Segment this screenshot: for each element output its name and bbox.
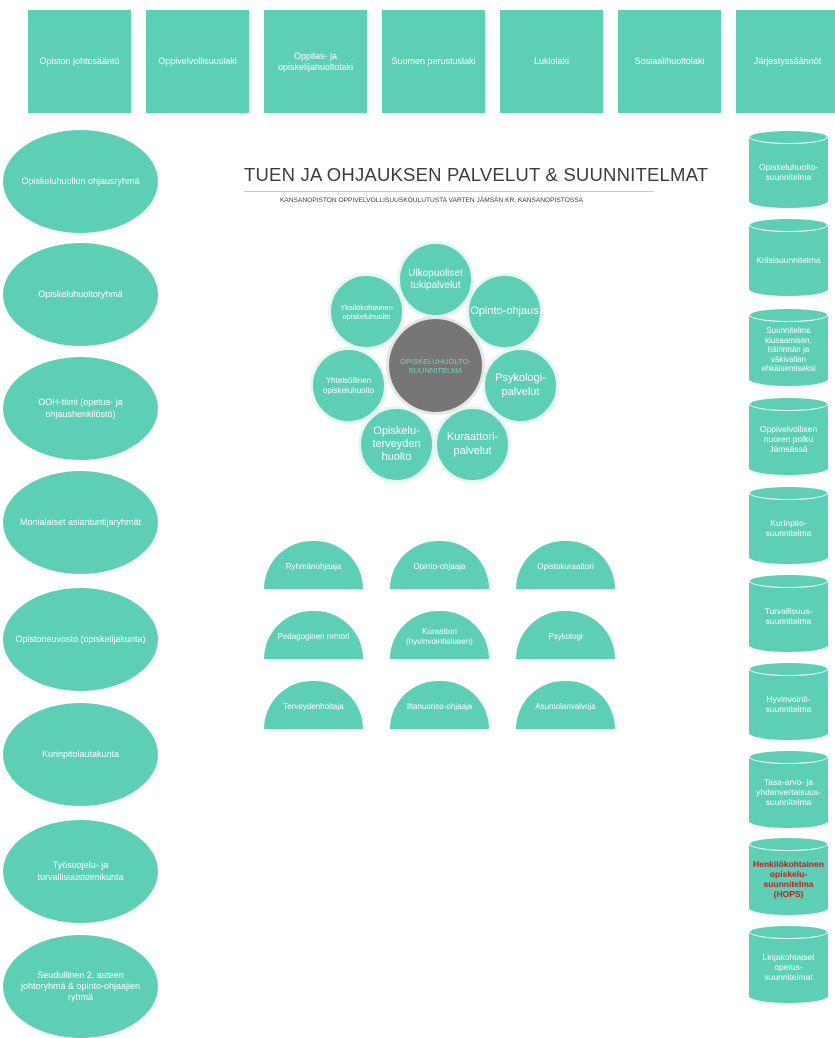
petal-label: Psykologi-palvelut [495,372,546,398]
plan-label: Turvallisuus-suunnitelma [764,605,813,626]
group-oval: Opiskeluhuoltoryhmä [3,243,158,346]
title-divider [244,191,654,192]
petal-label: Opinto-ohjaus [470,304,539,317]
role-dome: Opistokuraattori [516,541,615,589]
group-oval: Kurinpitolautakunta [3,703,158,806]
plan-cylinder: Suunnitelma kiusaamisen, häirinnän ja vä… [749,308,828,386]
role-label: Pedagoginen rehtori [277,632,350,642]
role-label: Asuntolanvalvoja [535,702,596,712]
role-label: Terveydenhoitaja [283,702,344,712]
service-petal: Opinto-ohjaus [466,273,543,350]
plan-cylinder: Turvallisuus-suunnitelma [749,574,828,652]
plan-cylinder: Kurinpito-suunnitelma [749,486,828,564]
group-oval: Monialaiset asiantuntijaryhmät [3,471,158,574]
law-label: Sosiaalihuoltolaki [634,56,705,67]
plan-label: Opiskeluhuolto-suunnitelma [758,161,819,182]
plan-label: Kurinpito-suunnitelma [765,517,812,538]
group-label: Työsuojelu- ja turvallisuustoimikunta [37,860,124,882]
role-label: Iltanuoriso-ohjaaja [406,702,473,712]
group-oval: Seudullinen 2. asteen johtoryhmä & opint… [3,935,158,1038]
plan-label: Suunnitelma kiusaamisen, häirinnän ja vä… [761,326,816,374]
law-label: Järjestyssäännöt [753,56,822,67]
service-petal: Yksilökohtainen opiskeluhuolto [328,273,405,350]
role-dome: Psykologi [516,611,615,659]
role-dome: Opinto-ohjaaja [390,541,489,589]
law-tile: Opiston johtosääntö [28,10,131,113]
service-petal: Yhteisöllinen opiskeluhuolto [310,347,387,424]
plan-cylinder: Oppivelvollisen nuoren polku Jämsässä [749,397,828,475]
petal-label: Ulkopuoliset tukipalvelut [408,267,463,291]
law-tile: Lukiolaki [500,10,603,113]
petal-label: Yhteisöllinen opiskeluhuolto [322,375,375,395]
law-tile: Oppilas- ja opiskelijahuoltolaki [264,10,367,113]
group-oval: Työsuojelu- ja turvallisuustoimikunta [3,820,158,923]
law-label: Opiston johtosääntö [39,56,120,67]
plan-label: Linjakohtaiset opetus-suunnitelmat [762,951,815,983]
group-label: Monialaiset asiantuntijaryhmät [19,516,142,527]
service-petal: Opiskelu-terveyden huolto [358,406,435,483]
law-label: Oppilas- ja opiskelijahuoltolaki [277,50,354,72]
service-petal: Kuraattori-palvelut [434,406,511,483]
role-label: Opistokuraattori [537,562,594,572]
law-tile: Järjestyssäännöt [736,10,835,113]
plan-label-highlighted: Henkilökohtainen opiskelu-suunnitelma (H… [753,858,824,900]
group-label: Seudullinen 2. asteen johtoryhmä & opint… [20,969,141,1003]
law-tile: Suomen perustuslaki [382,10,485,113]
center-label: OPISKELUHUOLTO-SUUNNITELMA [400,356,471,375]
law-label: Oppivelvollisuuslaki [158,56,237,67]
plan-cylinder-highlighted: Henkilökohtainen opiskelu-suunnitelma (H… [749,837,828,915]
group-oval: Opiskeluhuollon ohjausryhmä [3,130,158,233]
plan-label: Hyvinvointi-suunnitelma [765,693,812,714]
law-tile: Sosiaalihuoltolaki [618,10,721,113]
plan-label: Oppivelvollisen nuoren polku Jämsässä [759,423,818,455]
group-label: Opistoneuvosto (opiskelijakunta) [15,633,146,644]
role-dome: Ryhmänohjaaja [264,541,363,589]
role-dome: Terveydenhoitaja [264,681,363,729]
plan-label: Tasa-arvo- ja yhdenvertaisuus-suunnitelm… [756,776,821,808]
group-oval: Opistoneuvosto (opiskelijakunta) [3,588,158,691]
group-label: OOH-tiimi (opetus- ja ohjaushenkilöstö) [38,397,123,419]
role-label: Opinto-ohjaaja [413,562,466,572]
law-tile: Oppivelvollisuuslaki [146,10,249,113]
diagram-subtitle: KANSANOPISTON OPPIVELVOLLISUUSKOULUTUSTA… [280,197,584,204]
group-label: Opiskeluhuollon ohjausryhmä [21,175,140,186]
role-label: Kuraattori (hyvinvointialueen) [406,627,473,646]
plan-cylinder: Hyvinvointi-suunnitelma [749,662,828,740]
petal-label: Opiskelu-terveyden huolto [372,424,421,464]
law-label: Suomen perustuslaki [391,56,476,67]
service-petal: Psykologi-palvelut [482,347,559,424]
group-label: Kurinpitolautakunta [41,748,120,759]
service-petal: Ulkopuoliset tukipalvelut [397,241,474,318]
center-plan-circle: OPISKELUHUOLTO-SUUNNITELMA [386,316,485,415]
role-dome: Kuraattori (hyvinvointialueen) [390,611,489,659]
group-label: Opiskeluhuoltoryhmä [38,288,123,299]
role-label: Psykologi [548,632,583,642]
diagram-title: TUEN JA OHJAUKSEN PALVELUT & SUUNNITELMA… [244,164,709,185]
plan-cylinder: Tasa-arvo- ja yhdenvertaisuus-suunnitelm… [749,750,828,828]
role-dome: Asuntolanvalvoja [516,681,615,729]
role-dome: Pedagoginen rehtori [264,611,363,659]
role-dome: Iltanuoriso-ohjaaja [390,681,489,729]
petal-label: Yksilökohtainen opiskeluhuolto [340,302,393,321]
role-label: Ryhmänohjaaja [285,562,342,572]
plan-cylinder: Kriisisuunnitelma [749,218,828,296]
plan-cylinder: Linjakohtaiset opetus-suunnitelmat [749,925,828,1003]
plan-label: Kriisisuunnitelma [756,254,821,265]
group-oval: OOH-tiimi (opetus- ja ohjaushenkilöstö) [3,357,158,460]
plan-cylinder: Opiskeluhuolto-suunnitelma [749,130,828,208]
law-label: Lukiolaki [533,56,570,67]
petal-label: Kuraattori-palvelut [446,431,499,457]
